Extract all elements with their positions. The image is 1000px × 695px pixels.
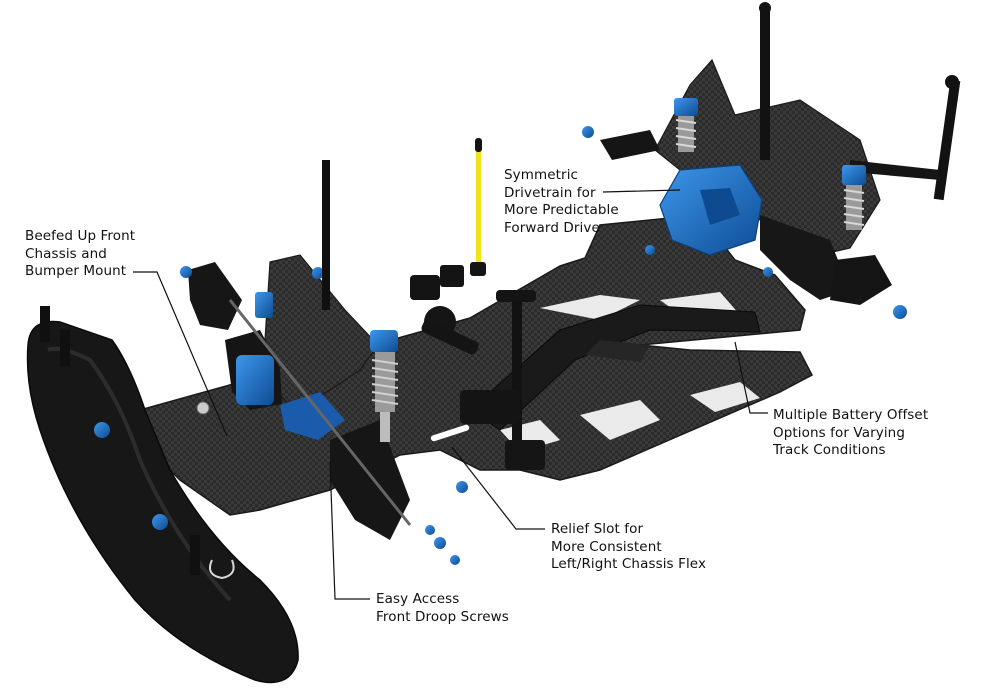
callout-line: Left/Right Chassis Flex <box>551 556 707 572</box>
leader-line-droop-screws <box>329 461 370 600</box>
callout-line: Forward Drive <box>504 219 600 236</box>
callout-line: More Consistent <box>551 538 662 555</box>
callout-line: Chassis and <box>25 245 107 262</box>
callout-line: More Predictable <box>504 202 619 218</box>
antenna <box>470 138 486 276</box>
callout-droop-screws: Easy Access Front Droop Screws <box>376 591 509 626</box>
leader-line-drivetrain <box>602 189 681 193</box>
callout-line: Symmetric <box>504 167 579 183</box>
callout-line: Front Droop Screws <box>376 608 509 625</box>
leader-line-relief-slot <box>451 446 545 530</box>
center-posts <box>410 265 545 470</box>
rear-shocks <box>582 98 907 319</box>
callout-line: Drivetrain for <box>504 184 596 201</box>
front-bumper <box>26 306 299 684</box>
front-shock <box>255 292 399 442</box>
callout-front-chassis: Beefed Up Front Chassis and Bumper Mount <box>25 228 135 281</box>
callout-line: Track Conditions <box>773 442 886 458</box>
callout-line: Options for Varying <box>773 424 906 441</box>
rear-upper-deck <box>600 2 961 256</box>
front-bulkhead <box>180 160 468 565</box>
callout-battery-offset: Multiple Battery Offset Options for Vary… <box>773 407 928 460</box>
callout-line: Bumper Mount <box>25 263 127 279</box>
rear-drivetrain <box>659 164 892 305</box>
relief-slot <box>430 424 470 442</box>
leader-lines <box>133 189 768 600</box>
callout-drivetrain: Symmetric Drivetrain for More Predictabl… <box>504 167 619 237</box>
callout-line: Relief Slot for <box>551 521 644 537</box>
leader-line-battery <box>734 341 768 414</box>
callout-line: Beefed Up Front <box>25 228 136 244</box>
callout-relief-slot: Relief Slot for More Consistent Left/Rig… <box>551 521 706 574</box>
callout-line: Easy Access <box>376 591 460 607</box>
callout-line: Multiple Battery Offset <box>773 407 929 423</box>
leader-line-front-chassis <box>133 271 228 437</box>
